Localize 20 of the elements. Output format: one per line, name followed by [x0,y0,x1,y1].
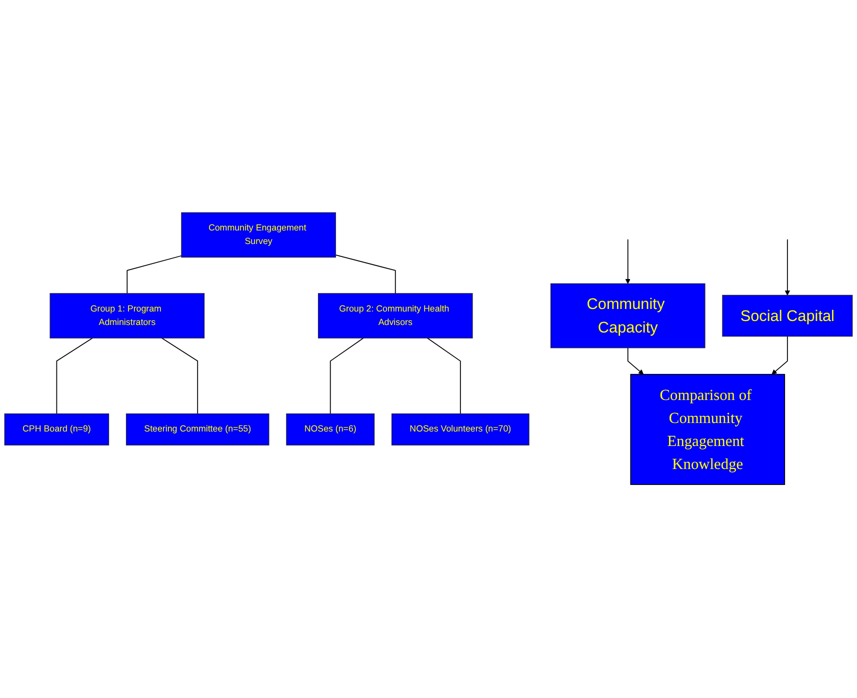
node-box: NOSes (n=6) [286,414,375,446]
arrow [625,239,630,284]
node-box: NOSes Volunteers (n=70) [391,414,530,446]
node-box: CPH Board (n=9) [4,414,110,446]
node-box: Community Capacity [550,284,706,349]
node-box: Steering Committee (n=55) [126,414,270,446]
connector [426,338,461,415]
arrow [627,348,644,375]
connector [126,256,182,294]
node-box: Comparison of Community Engagement Knowledge [630,374,786,486]
connector [330,338,364,415]
node-box: Social Capital [722,295,853,337]
connector [56,338,94,415]
connector [161,338,198,415]
node-box: Group 2: Community Health Advisors [318,293,473,339]
arrow [772,336,788,375]
node-box: Community Engagement Survey [181,212,336,258]
arrow [784,239,790,296]
connector [335,254,396,294]
node-box: Group 1: Program Administrators [50,293,205,339]
